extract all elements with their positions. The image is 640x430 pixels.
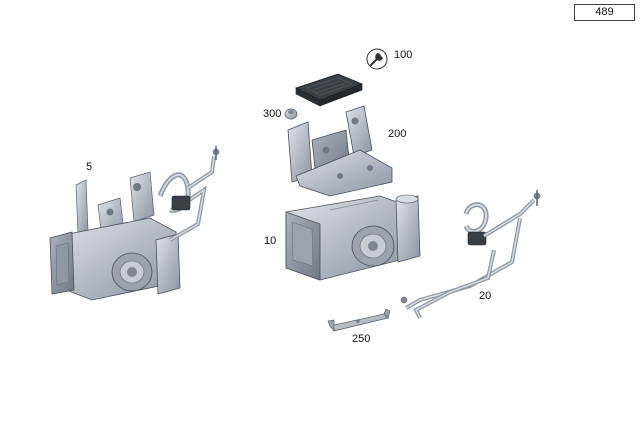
- part-200-mounting-bracket[interactable]: [287, 105, 393, 197]
- callout-300: 300: [263, 108, 282, 120]
- callout-100: 100: [394, 49, 413, 61]
- part-20-brake-line-set[interactable]: [400, 190, 541, 319]
- callout-5: 5: [86, 161, 93, 173]
- wrench-icon: [366, 48, 388, 70]
- part-10-hydraulic-unit[interactable]: [285, 194, 421, 281]
- callout-20: 20: [479, 290, 492, 302]
- part-250-bracket-strip[interactable]: [327, 308, 391, 332]
- part-100-control-unit-cover[interactable]: [294, 73, 364, 107]
- callout-250: 250: [352, 333, 371, 345]
- callout-200: 200: [388, 128, 407, 140]
- callout-10: 10: [264, 235, 277, 247]
- part-300-nut[interactable]: [284, 108, 298, 120]
- part-5-abs-unit-assembly[interactable]: [49, 146, 220, 301]
- page-number-box: 489: [574, 4, 635, 21]
